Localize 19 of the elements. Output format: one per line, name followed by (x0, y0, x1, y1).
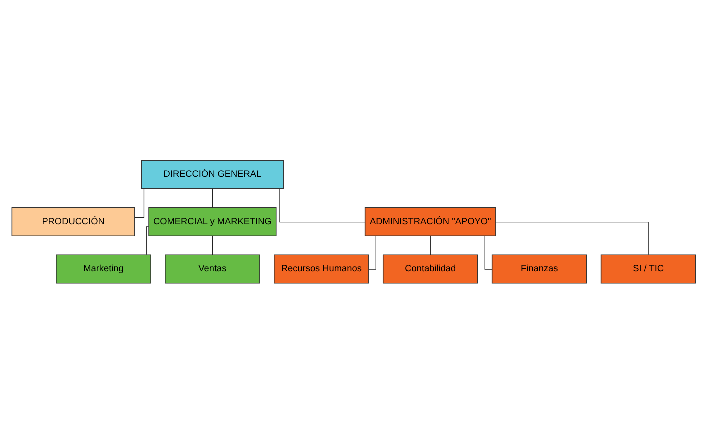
node-box: PRODUCCIÓN (12, 207, 136, 237)
node-box: Marketing (56, 254, 152, 284)
node-box: SI / TIC (600, 254, 696, 284)
connector (280, 188, 366, 223)
node-box: Finanzas (492, 254, 588, 284)
connector (146, 226, 150, 256)
connector (430, 236, 431, 256)
connector (134, 188, 145, 218)
connector (484, 236, 493, 270)
connector (212, 236, 214, 256)
connector (368, 236, 376, 270)
node-box: Ventas (165, 254, 260, 284)
node-box: ADMINISTRACIÓN "APOYO" (364, 207, 496, 237)
node-box: Contabilidad (382, 254, 478, 284)
node-box: DIRECCIÓN GENERAL (141, 160, 284, 190)
connector (496, 222, 649, 256)
connector (212, 188, 214, 208)
node-box: COMERCIAL y MARKETING (148, 207, 277, 237)
node-box: Recursos Humanos (274, 254, 370, 284)
